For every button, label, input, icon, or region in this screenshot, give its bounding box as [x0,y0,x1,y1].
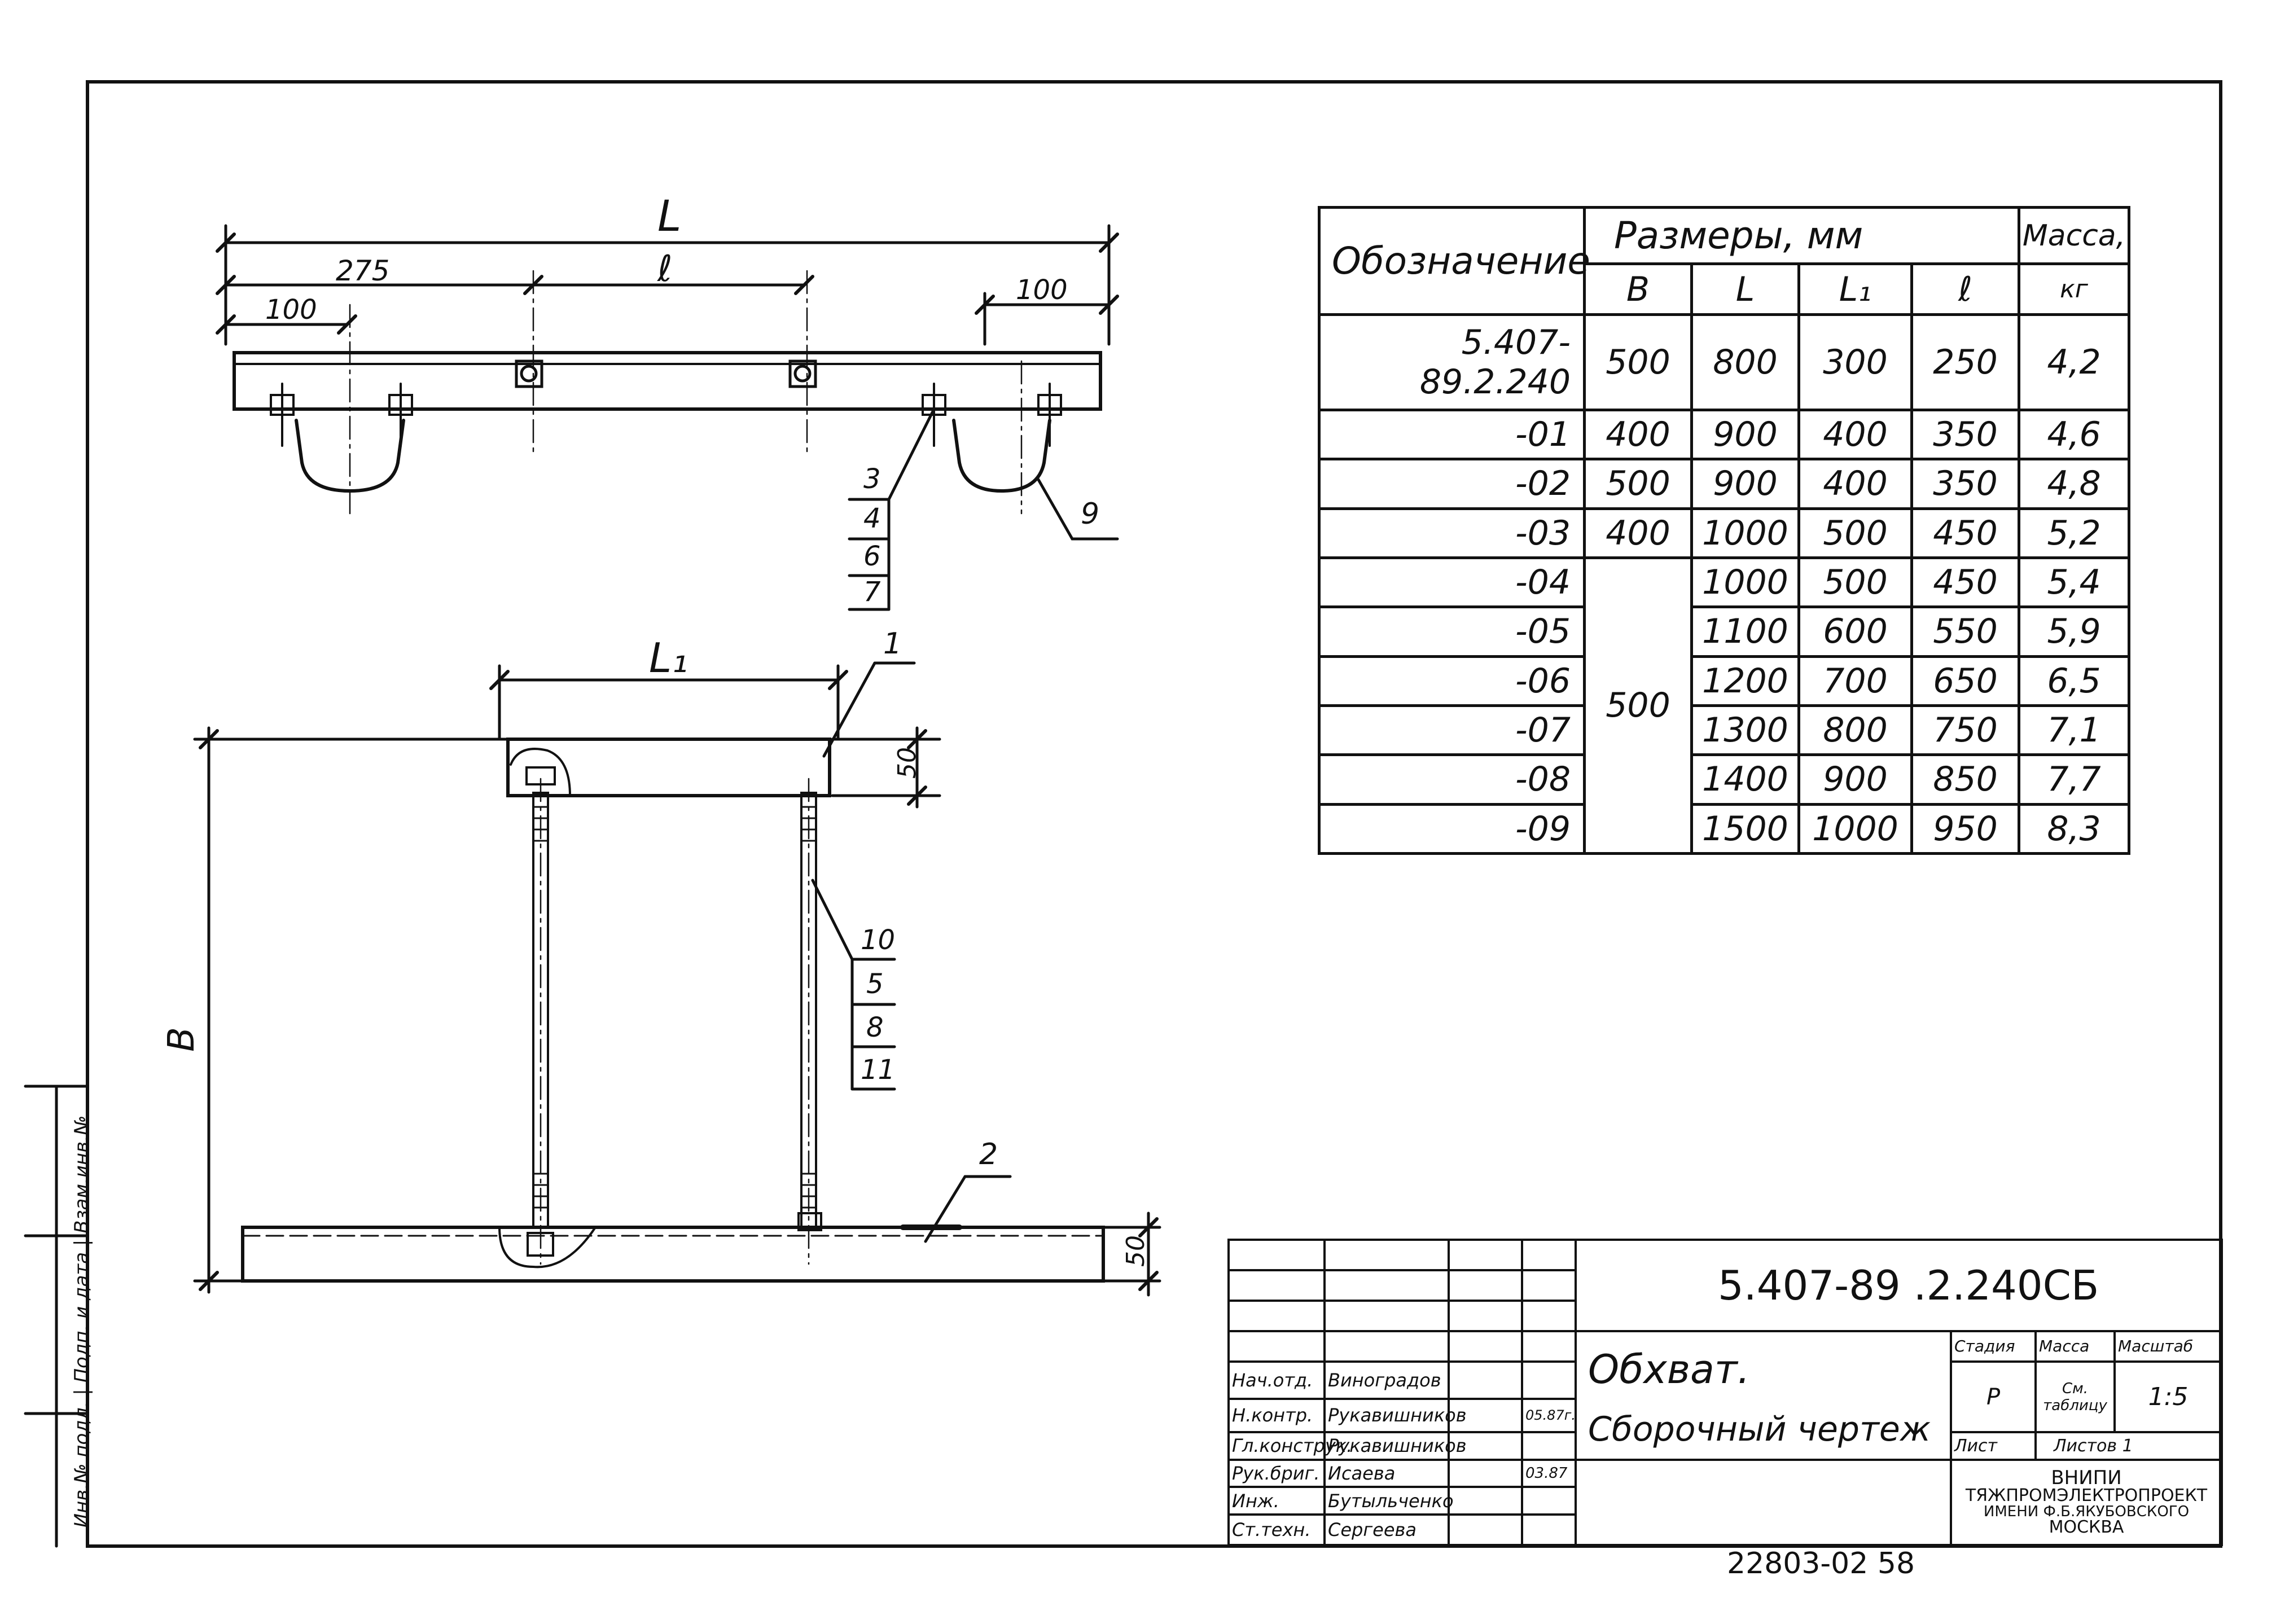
dim-B: B [160,1027,203,1052]
header-designation: Обозначение [1318,206,1590,316]
footer-number: 22803-02 58 [1727,1547,1915,1581]
stage-value: Р [1950,1360,2037,1434]
table-row: -02 500 900 400 350 4,8 [1318,458,2131,510]
callout-6: 6 [863,541,881,572]
header-col-L: L [1690,262,1800,316]
callout-5: 5 [866,968,884,1000]
drawing-code: 5.407-89 .2.240СБ [1574,1239,2224,1332]
header-sizes: Размеры, мм [1582,206,2021,265]
organization: ВНИПИ ТЯЖПРОМЭЛЕКТРОПРОЕКТ ИМЕНИ Ф.Б.ЯКУ… [1949,1458,2224,1547]
callout-3: 3 [863,463,881,495]
callout-7: 7 [863,576,881,608]
header-col-B: B [1583,262,1693,316]
dim-100-left: 100 [265,294,317,326]
side-stamp: Инв.№ подл. | Подп. и дата | Взам.инв.№ [71,1115,93,1528]
mass-value: См. таблицу [2034,1360,2116,1434]
sheet-label: Лист [1950,1431,2037,1461]
stage-label: Стадия [1950,1329,2037,1363]
sheet-frame [86,80,2222,1548]
callout-9: 9 [1081,497,1100,531]
header-col-l: ℓ [1910,262,2021,316]
callout-11: 11 [861,1054,896,1086]
header-mass: Масса, [2018,206,2131,265]
dim-l: ℓ [657,248,673,290]
table-row: 5.407-89.2.240 500 800 300 250 4,2 [1318,313,2131,411]
callout-1: 1 [883,627,902,661]
scale-label: Масштаб [2113,1329,2224,1363]
callout-8: 8 [866,1012,884,1043]
part-subtitle: Сборочный чертеж [1588,1409,1931,1449]
mass-label: Масса [2034,1329,2116,1363]
part-name: Обхват. [1588,1346,1750,1393]
table-row: -07 1300 800 750 7,1 [1318,704,2131,757]
dim-L1: L₁ [649,634,688,682]
table-row: -01 400 900 400 350 4,6 [1318,408,2131,461]
scale-value: 1:5 [2113,1360,2224,1434]
dim-L: L [657,191,682,241]
dim-100-right: 100 [1016,274,1068,306]
sizes-table: Обозначение Размеры, мм Масса, B L L₁ ℓ … [1318,206,2131,855]
dim-275: 275 [336,254,390,287]
callout-4: 4 [863,503,881,534]
sheets-label: Листов 1 [2034,1431,2224,1461]
table-row: -09 1500 1000 950 8,3 [1318,802,2131,855]
callout-10: 10 [861,924,896,956]
callout-2: 2 [979,1138,998,1171]
table-row: -05 1100 600 550 5,9 [1318,605,2131,658]
table-row: -06 1200 700 650 6,5 [1318,655,2131,707]
table-row: -03 400 1000 500 450 5,2 [1318,507,2131,559]
table-row: -08 1400 900 850 7,7 [1318,753,2131,806]
header-mass-unit: кг [2018,262,2131,316]
table-row: -04 500 1000 500 450 5,4 [1318,556,2131,855]
title-block: 5.407-89 .2.240СБ Обхват. Сборочный черт… [1227,1239,2224,1547]
dim-50-bottom: 50 [1121,1235,1150,1267]
header-col-L1: L₁ [1797,262,1913,316]
dim-50-top: 50 [893,747,922,779]
